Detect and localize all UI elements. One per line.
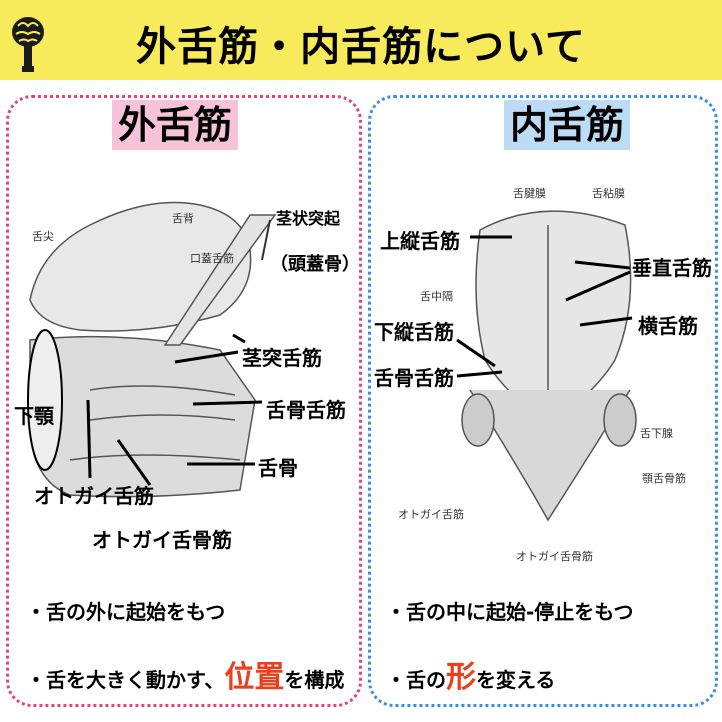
- intrinsic-title: 内舌筋: [504, 100, 631, 150]
- hyoglossus-right-label: 舌骨舌筋: [374, 366, 454, 390]
- tongue-back-label: 舌背: [172, 212, 194, 225]
- superior-longitudinal-label: 上縦舌筋: [380, 229, 460, 253]
- brain-logo-icon: [12, 17, 44, 72]
- styloid-label: 茎状突起: [276, 209, 341, 228]
- styloglossus-label: 茎突舌筋: [242, 346, 322, 370]
- sublingual-label: 舌下腺: [640, 427, 673, 440]
- mucosa-label: 舌粘膜: [592, 187, 625, 200]
- genioglossus-small-label: オトガイ舌筋: [398, 508, 464, 521]
- page-title: 外舌筋・内舌筋について: [136, 24, 586, 70]
- vertical-label: 垂直舌筋: [632, 256, 712, 280]
- intrinsic-panel: [368, 95, 718, 707]
- extrinsic-panel: [6, 95, 362, 707]
- geniohyoid-label: オトガイ舌骨筋: [92, 528, 232, 552]
- geniohyoid-small-label: オトガイ舌骨筋: [516, 550, 593, 563]
- extrinsic-title: 外舌筋: [112, 100, 239, 150]
- title-banner: 外舌筋・内舌筋について: [0, 0, 722, 80]
- transverse-label: 横舌筋: [638, 314, 698, 338]
- lingual-aponeurosis-label: 舌腱膜: [513, 187, 546, 200]
- genioglossus-label: オトガイ舌筋: [34, 484, 154, 508]
- tongue-tip-label: 舌尖: [32, 230, 54, 243]
- hyoid-label: 舌骨: [258, 456, 298, 480]
- skull-label: （頭蓋骨）: [270, 254, 360, 275]
- extrinsic-bullet-2: ・舌を大きく動かす、位置を構成: [26, 660, 345, 695]
- septum-label: 舌中隔: [420, 290, 453, 303]
- mandible-label: 下顎: [14, 404, 54, 428]
- palatoglossus-label: 口蓋舌筋: [190, 252, 234, 265]
- mylohyoid-label: 顎舌骨筋: [642, 472, 686, 485]
- intrinsic-bullet-2: ・舌の形を変える: [386, 660, 556, 695]
- intrinsic-bullet-1: ・舌の中に起始-停止をもつ: [386, 600, 634, 624]
- hyoglossus-label: 舌骨舌筋: [266, 398, 346, 422]
- extrinsic-bullet-1: ・舌の外に起始をもつ: [26, 600, 226, 624]
- inferior-longitudinal-label: 下縦舌筋: [374, 320, 454, 344]
